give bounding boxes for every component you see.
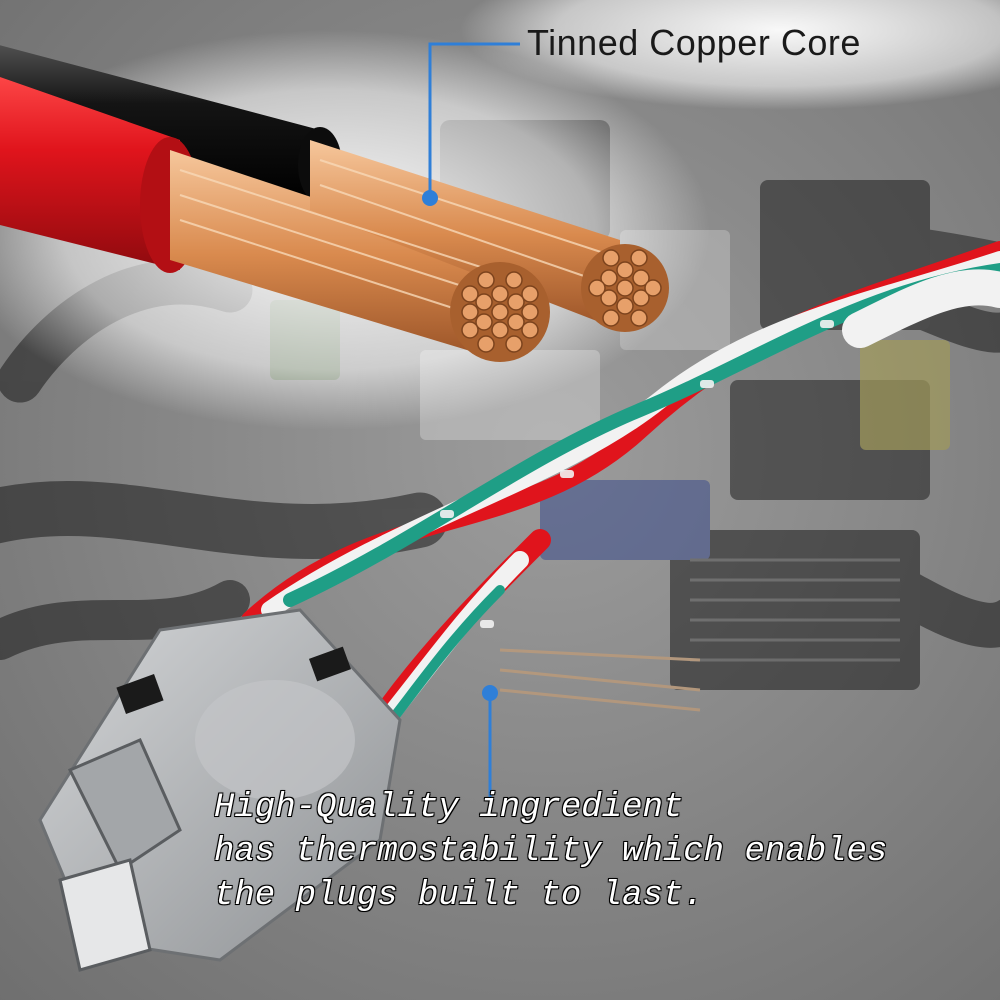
twisted-wire-bundle [241,241,1000,765]
caption-line-1: High-Quality ingredient [214,789,684,827]
caption-line-3: the plugs built to last. [214,877,704,915]
top-callout-leader [422,42,520,206]
tinned-copper-core-label: Tinned Copper Core [527,22,861,63]
top-callout-dot [422,190,438,206]
bottom-callout-dot [482,685,498,701]
cable-cross-section-illustration [0,45,669,362]
bottom-callout-leader [482,685,498,812]
caption-line-2: has thermostability which enables [214,833,888,871]
quality-caption: High-Quality ingredient has thermostabil… [214,786,974,918]
connector-plug-illustration [38,608,402,972]
